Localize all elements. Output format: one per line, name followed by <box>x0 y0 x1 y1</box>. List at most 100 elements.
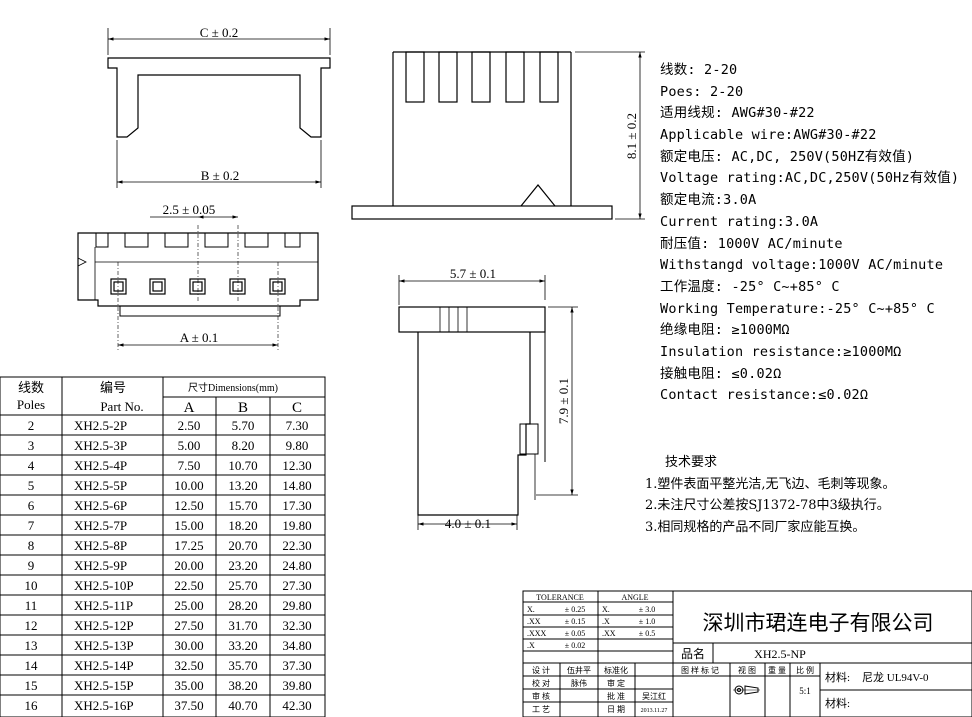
dim-b-label: B ± 0.2 <box>201 168 240 183</box>
poles-cell: 10 <box>25 578 38 593</box>
dim-h-label: 8.1 ± 0.2 <box>624 113 639 159</box>
tolerance-cell: .XXX <box>527 629 547 638</box>
checker-name: 脉伟 <box>571 678 587 688</box>
part-number-cell: XH2.5-11P <box>74 598 133 613</box>
poles-cell: 6 <box>28 498 35 513</box>
date-label: 日 期 <box>607 705 625 714</box>
a-cell: 30.00 <box>174 638 203 653</box>
spec-line: Poes: 2-20 <box>660 83 744 100</box>
b-cell: 18.20 <box>228 518 257 533</box>
side-view <box>351 51 645 220</box>
mark-label: 图 样 标 记 <box>681 665 719 675</box>
part-number-cell: XH2.5-9P <box>74 558 127 573</box>
c-cell: 19.80 <box>282 518 311 533</box>
c-cell: 32.30 <box>282 618 311 633</box>
angle-label: ANGLE <box>621 593 648 602</box>
b-cell: 13.20 <box>228 478 257 493</box>
scale-label: 比 例 <box>796 665 814 675</box>
approve-label: 批 准 <box>607 691 625 701</box>
a-cell: 20.00 <box>174 558 203 573</box>
pin-label: 品名 <box>681 646 705 661</box>
b-cell: 20.70 <box>228 538 257 553</box>
spec-line: Voltage rating:AC,DC,250V(50Hz有效值) <box>660 170 960 187</box>
requirement-item-1: 1.塑件表面平整光洁,无飞边、毛刺等现象。 <box>645 476 896 492</box>
table-row-lines <box>0 434 325 696</box>
tolerance-cell: ± 0.5 <box>639 629 655 638</box>
b-cell: 35.70 <box>228 658 257 673</box>
check-label: 校 对 <box>532 678 550 688</box>
c-cell: 37.30 <box>282 658 311 673</box>
part-number-cell: XH2.5-3P <box>74 438 127 453</box>
spec-line: 线数: 2-20 <box>660 62 738 78</box>
c-cell: 42.30 <box>282 698 311 713</box>
a-cell: 10.00 <box>174 478 203 493</box>
table-header-poles-cn: 线数 <box>18 380 44 395</box>
poles-cell: 8 <box>28 538 35 553</box>
scale-value: 5:1 <box>799 686 811 696</box>
spec-line: Withstangd voltage:1000V AC/minute <box>660 257 944 274</box>
tolerance-cell: ± 0.15 <box>565 617 585 626</box>
part-number-cell: XH2.5-5P <box>74 478 127 493</box>
b-cell: 8.20 <box>232 438 255 453</box>
part-number-cell: XH2.5-8P <box>74 538 127 553</box>
part-number-cell: XH2.5-13P <box>74 638 134 653</box>
pin-value: XH2.5-NP <box>754 647 806 661</box>
material-label: 材料: <box>825 670 850 684</box>
b-cell: 23.20 <box>228 558 257 573</box>
poles-cell: 16 <box>25 698 39 713</box>
table-header-a: A <box>184 400 195 416</box>
poles-cell: 12 <box>25 618 38 633</box>
spec-line: Working Temperature:-25° C~+85° C <box>660 300 935 317</box>
audit-label: 审 定 <box>607 678 625 688</box>
c-cell: 7.30 <box>286 418 309 433</box>
part-number-cell: XH2.5-15P <box>74 678 134 693</box>
tolerance-cell: .X <box>527 641 535 650</box>
spec-line: Contact resistance:≤0.02Ω <box>660 387 869 404</box>
b-cell: 33.20 <box>228 638 257 653</box>
poles-cell: 13 <box>25 638 38 653</box>
tolerance-cell: .X <box>602 617 610 626</box>
b-cell: 40.70 <box>228 698 257 713</box>
tolerance-cell: ± 0.05 <box>565 629 585 638</box>
view-symbol-icon <box>733 685 760 695</box>
technical-requirements: 技术要求 1.塑件表面平整光洁,无飞边、毛刺等现象。 2.未注尺寸公差按SJ13… <box>645 452 965 538</box>
poles-cell: 5 <box>28 478 35 493</box>
poles-cell: 2 <box>28 418 35 433</box>
table-header-poles-en: Poles <box>17 397 45 412</box>
spec-line: 适用线规: AWG#30-#22 <box>660 105 815 122</box>
requirement-item-2: 2.未注尺寸公差按SJ1372-78中3级执行。 <box>645 498 890 513</box>
c-cell: 14.80 <box>282 478 311 493</box>
a-cell: 5.00 <box>178 438 201 453</box>
date-value: 2013.11.27 <box>641 708 668 714</box>
b-cell: 10.70 <box>228 458 257 473</box>
c-cell: 27.30 <box>282 578 311 593</box>
tolerance-cell: ± 0.02 <box>565 641 585 650</box>
c-cell: 29.80 <box>282 598 311 613</box>
title-block <box>522 590 972 717</box>
part-number-cell: XH2.5-10P <box>74 578 134 593</box>
part-number-cell: XH2.5-6P <box>74 498 127 513</box>
spec-line: 额定电压: AC,DC, 250V(50HZ有效值) <box>660 148 915 165</box>
spec-line: 额定电流:3.0A <box>660 192 757 209</box>
a-cell: 15.00 <box>174 518 203 533</box>
tolerance-cell: ± 3.0 <box>639 605 655 614</box>
poles-cell: 3 <box>28 438 35 453</box>
b-cell: 15.70 <box>228 498 257 513</box>
dim-c-label: C ± 0.2 <box>200 25 239 40</box>
dim-h79-label: 7.9 ± 0.1 <box>556 378 571 424</box>
section-view <box>398 275 578 530</box>
spec-line: 绝缘电阻: ≥1000MΩ <box>660 322 790 339</box>
c-cell: 12.30 <box>282 458 311 473</box>
designer-name: 伍井平 <box>567 665 591 675</box>
a-cell: 22.50 <box>174 578 203 593</box>
a-cell: 25.00 <box>174 598 203 613</box>
b-cell: 5.70 <box>232 418 255 433</box>
table-header-part-en: Part No. <box>100 399 143 414</box>
a-cell: 17.25 <box>174 538 203 553</box>
tolerance-label: TOLERANCE <box>536 593 584 602</box>
poles-cell: 14 <box>25 658 39 673</box>
c-cell: 9.80 <box>286 438 309 453</box>
